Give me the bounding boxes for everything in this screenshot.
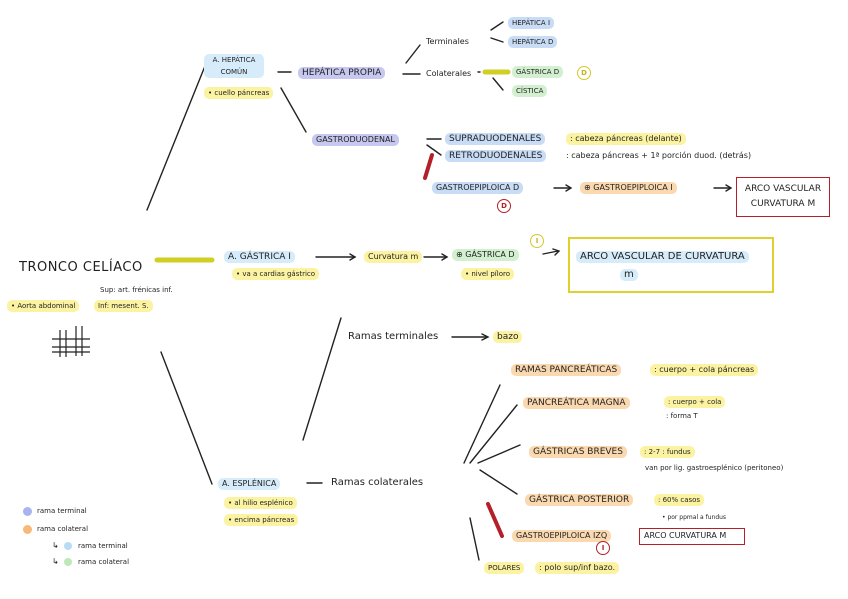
gastroepiploica-i-top-node: ⊕ GASTROEPIPLOICA I [580, 182, 677, 194]
marker-d-top: D [577, 66, 591, 80]
hepatica-d-node: HEPÁTICA D [508, 36, 557, 48]
bazo-node: bazo [493, 331, 522, 343]
line-hp-term [406, 45, 420, 63]
hepatica-comun-note: • cuello páncreas [204, 87, 273, 99]
arco-curvatura-bottom-text: ARCO CURVATURA M [644, 530, 726, 542]
ramas-pancreaticas-note: : cuerpo + cola páncreas [650, 364, 758, 376]
aorta-abdominal: • Aorta abdominal [7, 300, 79, 312]
polares-note: : polo sup/inf bazo. [535, 562, 619, 574]
gastroepiploica-d-node: GASTROEPIPLOICA D [432, 182, 523, 194]
ramas-terminales-label: Ramas terminales [348, 331, 438, 343]
legend-label-colateral: rama colateral [37, 523, 88, 535]
terminales-label: Terminales [426, 36, 469, 48]
pancreatica-magna-node: PANCREÁTICA MAGNA [523, 397, 630, 409]
gastricas-breves-node: GÁSTRICAS BREVES [529, 446, 627, 458]
curvatura-m-node: Curvatura m [364, 251, 422, 263]
tronco-celiaco-title: TRONCO CELÍACO [19, 262, 143, 274]
gastrica-d-mid-node: ⊕ GÁSTRICA D [452, 249, 519, 261]
esplenica-node: A. ESPLÉNICA [218, 478, 280, 490]
pancreatica-magna-note-2: : forma T [666, 410, 698, 422]
arco-vascular-mid-line2: m [620, 269, 638, 281]
arco-vascular-box-top: ARCO VASCULAR CURVATURA M [736, 177, 830, 217]
esplenica-note-1: • al hilio esplénico [224, 497, 297, 509]
arco-vascular-mid-line1: ARCO VASCULAR DE CURVATURA [576, 251, 749, 263]
celiac-sketch-icon [52, 326, 90, 357]
root-sup-note: Sup: art. frénicas inf. [100, 284, 173, 296]
legend-dot-colateral [23, 525, 32, 534]
ramas-pancreaticas-node: RAMAS PANCREÁTICAS [511, 364, 621, 376]
hepatica-propia-node: HEPÁTICA PROPIA [298, 67, 385, 79]
supraduodenales-note: : cabeza páncreas (delante) [566, 133, 686, 145]
legend-sub-arrow-1: ↳ [52, 540, 59, 552]
gastricas-breves-note-1: : 2-7 : fundus [640, 446, 695, 458]
legend-sub-label-colateral: rama colateral [78, 556, 129, 568]
gastrica-posterior-note-2: • por ppmal a fundus [662, 512, 726, 524]
line-trunk-esplenica [161, 352, 212, 484]
arco-curvatura-box-bottom: ARCO CURVATURA M [639, 528, 745, 545]
line-hc-gd [281, 88, 306, 132]
legend-sub-dot-terminal [64, 542, 72, 550]
marker-d-mid: I [530, 234, 544, 248]
supraduodenales-node: SUPRADUODENALES [445, 133, 545, 145]
hepatica-i-node: HEPÁTICA I [508, 17, 554, 29]
marker-i-gastroepiploica: I [596, 541, 610, 555]
line-esp-term [303, 318, 341, 440]
ramas-colaterales-label: Ramas colaterales [331, 477, 423, 489]
gastrica-d-top-node: GÁSTRICA D [512, 66, 563, 78]
retroduodenales-note: : cabeza páncreas + 1ª porción duod. (de… [566, 150, 751, 162]
gastroduodenal-node: GASTRODUODENAL [312, 134, 399, 146]
cistica-node: CÍSTICA [512, 85, 547, 97]
marker-d-gastroepiploica: D [497, 199, 511, 213]
retroduodenales-node: RETRODUODENALES [445, 150, 546, 162]
gastrica-posterior-note-1: : 60% casos [654, 494, 704, 506]
pancreatica-magna-note-1: : cuerpo + cola [664, 396, 725, 408]
legend-dot-terminal [23, 507, 32, 516]
esplenica-note-2: • encima páncreas [224, 514, 298, 526]
arco-vascular-box-mid: ARCO VASCULAR DE CURVATURA m [568, 237, 774, 293]
arco-vascular-text-top: ARCO VASCULAR CURVATURA M [741, 182, 825, 212]
legend-sub-dot-colateral [64, 558, 72, 566]
root-inf-note: Inf: mesent. S. [94, 300, 153, 312]
gastrica-i-node: A. GÁSTRICA I [224, 251, 295, 263]
legend-sub-arrow-2: ↳ [52, 556, 59, 568]
hepatica-comun-node: A. HEPÁTICA COMÚN [204, 54, 264, 78]
gastricas-breves-note-2: van por lig. gastroesplénico (peritoneo) [645, 462, 783, 474]
gastrica-i-note: • va a cardias gástrico [232, 268, 319, 280]
colaterales-label: Colaterales [426, 68, 471, 80]
legend-label-terminal: rama terminal [37, 505, 87, 517]
polares-node: POLARES [484, 562, 524, 574]
legend-sub-label-terminal: rama terminal [78, 540, 128, 552]
nivel-piloro-note: • nivel píloro [461, 268, 514, 280]
line-trunk-hepatica [147, 66, 205, 210]
gastrica-posterior-node: GÁSTRICA POSTERIOR [525, 494, 633, 506]
gastroepiploica-izq-node: GASTROEPIPLOICA IZQ [512, 530, 611, 542]
